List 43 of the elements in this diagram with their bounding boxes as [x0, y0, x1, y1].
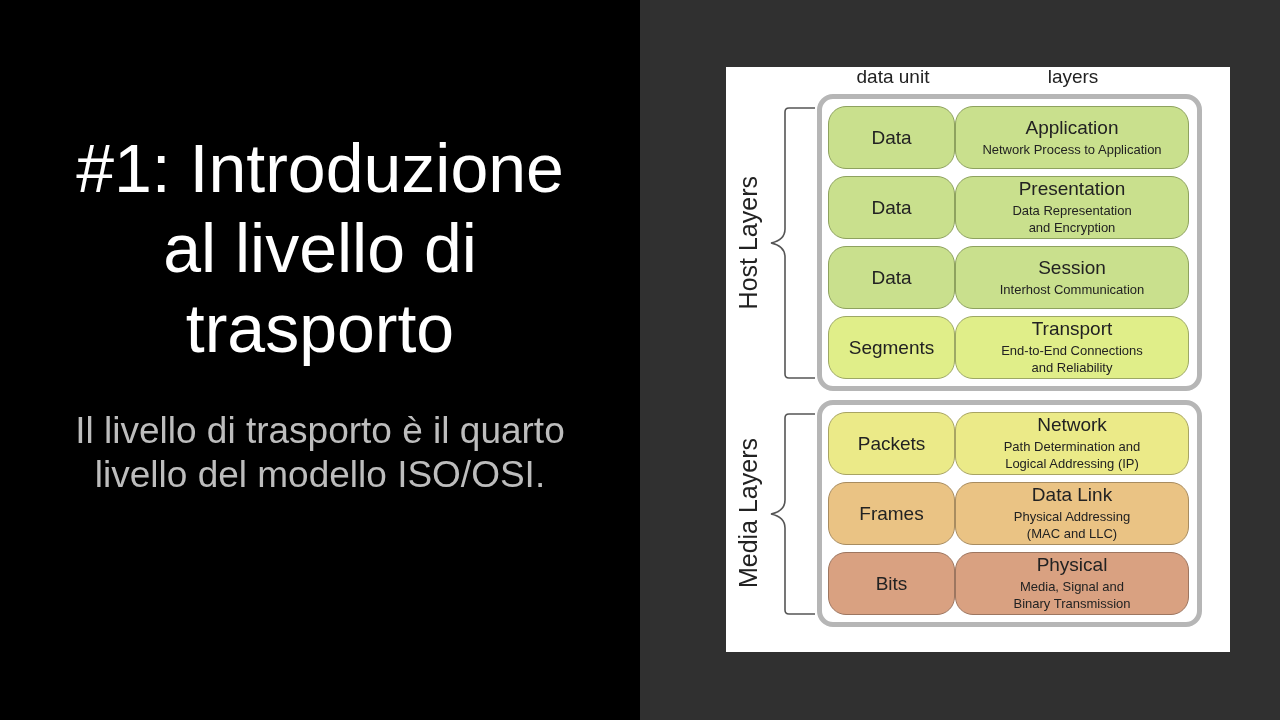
data-unit-box [828, 316, 955, 379]
column-header: layers [1046, 67, 1100, 87]
layer-box [955, 482, 1189, 545]
unit-name: Data [871, 266, 912, 289]
data-unit-box [828, 412, 955, 475]
brace-label: Media Layers [735, 438, 761, 589]
data-unit-box [828, 552, 955, 615]
layer-description: Network Process to Application [982, 140, 1162, 158]
layer-description: Physical Addressing (MAC and LLC) [1012, 508, 1132, 542]
slide-title: #1: Introduzione al livello di trasporto [75, 129, 565, 368]
layer-box [955, 106, 1189, 169]
layer-title: Network [1037, 415, 1107, 435]
brace-label: Host Layers [735, 175, 761, 310]
data-unit-box [828, 482, 955, 545]
layer-title: Data Link [1031, 485, 1113, 505]
layer-group-frame [817, 94, 1202, 391]
unit-name: Bits [875, 572, 908, 595]
layer-box [955, 552, 1189, 615]
unit-name: Data [871, 126, 912, 149]
layer-box [955, 412, 1189, 475]
data-unit-box [828, 246, 955, 309]
layer-title: Application [1025, 117, 1119, 138]
layer-box [955, 316, 1189, 379]
layer-title: Physical [1036, 555, 1108, 575]
unit-name: Data [871, 196, 912, 219]
slide-subtitle: Il livello di trasporto è il quarto livello del modello ISO/OSI. [74, 409, 566, 497]
layer-group-frame [817, 400, 1202, 627]
unit-name: Segments [848, 336, 935, 359]
layer-box [955, 246, 1189, 309]
data-unit-box [828, 176, 955, 239]
layer-box [955, 176, 1189, 239]
unit-name: Frames [859, 502, 924, 525]
data-unit-box [828, 106, 955, 169]
layer-description: Data Representation and Encryption [1011, 202, 1133, 236]
layer-title: Presentation [1018, 179, 1126, 199]
layer-description: End-to-End Connections and Reliability [1000, 342, 1144, 376]
layer-description: Media, Signal and Binary Transmission [1012, 578, 1132, 612]
layer-title: Session [1038, 257, 1106, 278]
unit-name: Packets [857, 432, 926, 455]
layer-description: Interhost Communication [999, 280, 1145, 298]
layer-description: Path Determination and Logical Addressing (IP) [1002, 438, 1142, 472]
layer-title: Transport [1031, 319, 1113, 339]
column-header: data unit [855, 67, 931, 87]
